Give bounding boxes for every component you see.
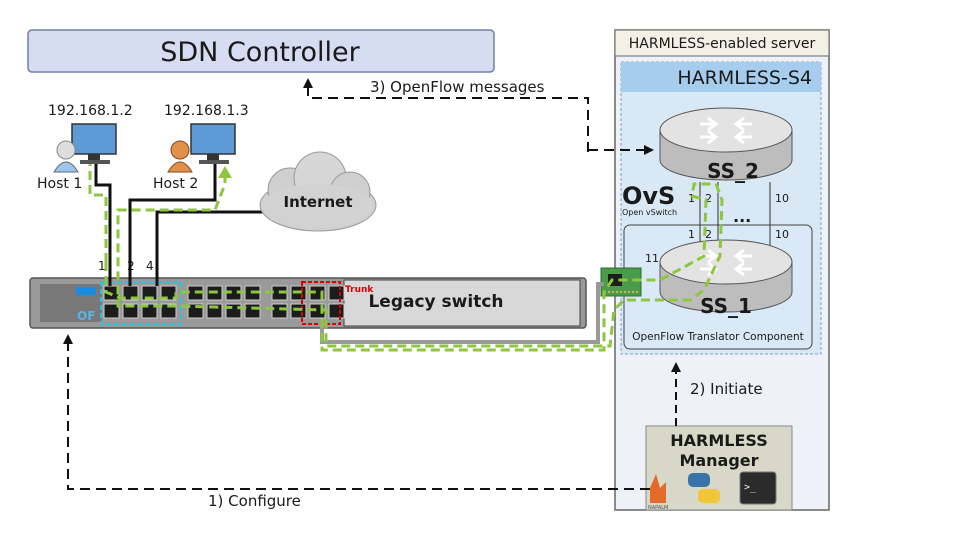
switch-port-label-1: 1 [98,259,106,273]
ss-ellipsis: ... [733,207,751,226]
ss1-port-1: 1 [688,228,695,241]
flow-arrowhead-icon [218,166,232,178]
of-label: OF [77,309,95,323]
host2-icon [167,123,236,173]
host2-label: Host 2 [153,176,198,192]
manager-title-1: HARMLESS [670,431,767,450]
ss1-port-2: 2 [705,228,712,241]
switch-port [290,303,307,319]
internet-label: Internet [283,193,352,211]
manager-title-2: Manager [679,451,758,470]
server-title: HARMLESS-enabled server [629,36,816,52]
host2-ip: 192.168.1.3 [164,103,249,119]
ss1-port-11: 11 [645,252,659,265]
of-ports-region [100,281,182,325]
host1-icon [53,123,117,173]
trunk-label: Trunk [345,285,374,295]
cable-internet [155,210,272,286]
ss2-port-2: 2 [705,192,712,205]
configure-label: 1) Configure [208,492,301,510]
python-logo-icon [688,473,720,503]
ss2-router [659,107,793,181]
internet-cloud-icon [259,151,377,232]
initiate-label: 2) Initiate [690,380,763,398]
switch-port [103,303,120,319]
ss2-arrows-icon [700,116,752,145]
switch-port [244,303,261,319]
openflow-label: 3) OpenFlow messages [370,78,545,96]
switch-port-label-4: 4 [146,259,154,273]
napalm-icon: NAPALM [648,474,668,511]
cable-host1 [94,162,112,286]
traffic-flow-path [88,158,724,352]
legacy-switch-label: Legacy switch [368,292,503,312]
ss1-router [659,239,793,313]
server-title-bar [614,29,830,57]
nic-card-icon [600,267,642,297]
terminal-icon: >_ [739,471,777,505]
svg-text:NAPALM: NAPALM [648,505,668,511]
ss2-label: SS_2 [707,159,759,183]
sdn-controller-label: SDN Controller [160,37,360,68]
host1-ip: 192.168.1.2 [48,103,133,119]
ss2-port-1: 1 [688,192,695,205]
s4-title: HARMLESS-S4 [677,67,812,89]
ss1-arrows-icon [700,248,752,277]
translator-label: OpenFlow Translator Component [632,331,804,343]
openflow-arrow [303,78,589,152]
ss2-port-10: 10 [775,192,789,205]
ovs-caption: Open vSwitch [622,208,677,217]
svg-text:>_: >_ [744,482,757,493]
host1-label: Host 1 [37,176,82,192]
ss1-port-10: 10 [775,228,789,241]
sdn-controller-box [27,29,495,73]
ovs-logo-icon: OvS [622,182,675,210]
cable-host2 [128,160,217,286]
ss1-label: SS_1 [700,294,752,318]
s4-header [621,62,821,92]
switch-port [328,303,345,319]
switch-port [271,303,288,319]
switch-port [328,285,345,301]
configure-arrow [63,334,650,490]
